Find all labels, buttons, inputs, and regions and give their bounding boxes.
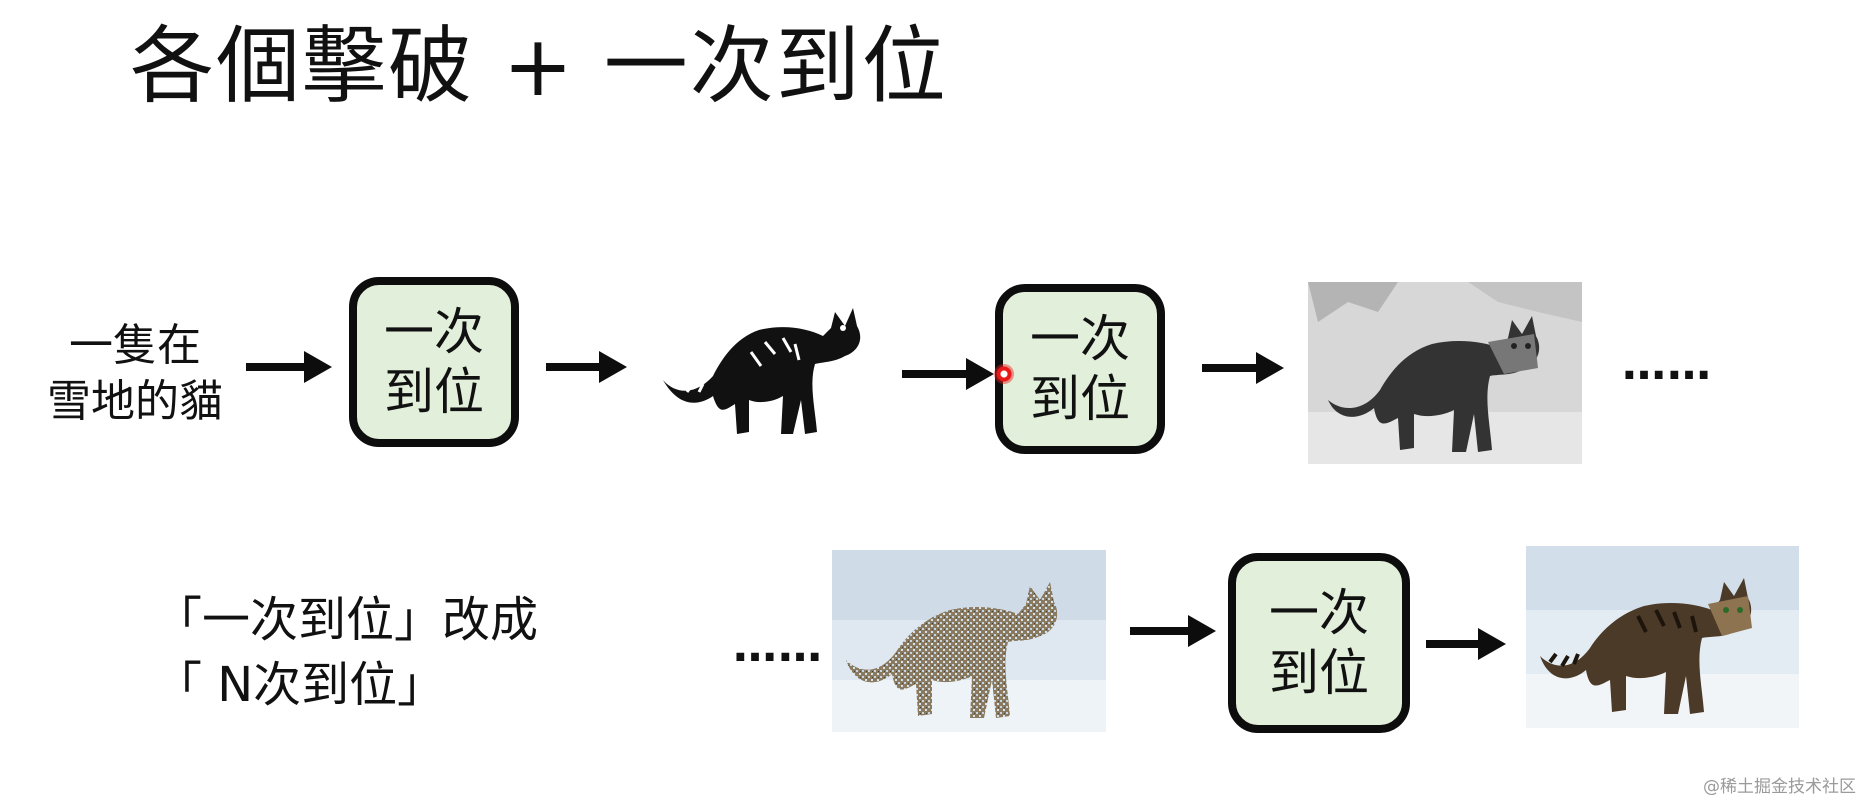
slide-title: 各個擊破 + 一次到位 (130, 17, 948, 115)
box1-line2: 到位 (384, 363, 484, 421)
arrow-right-icon (902, 358, 994, 390)
cat-sketch-image (663, 308, 861, 434)
box3-line1: 一次 (1269, 584, 1369, 642)
arrow-right-icon (1202, 352, 1284, 384)
box3-line2: 到位 (1269, 644, 1369, 702)
box2-line2: 到位 (1030, 370, 1130, 428)
arrow-right-icon (246, 351, 332, 383)
cat-noisy-image (832, 550, 1106, 732)
box2-line1: 一次 (1030, 310, 1130, 368)
watermark: @稀土掘金技术社区 (1703, 777, 1856, 797)
arrow-right-icon (546, 351, 627, 383)
cat-posterized-image (1308, 282, 1582, 464)
box1-line1: 一次 (384, 303, 484, 361)
arrow-right-icon (1426, 628, 1506, 660)
one-shot-box-3: 一次 到位 (1228, 553, 1410, 733)
arrow-right-icon (1130, 615, 1216, 647)
input-prompt-line1: 一隻在 (69, 320, 201, 371)
one-shot-box-1: 一次 到位 (349, 277, 519, 447)
n-step-label-line2: 「 N次到位」 (154, 657, 446, 713)
input-prompt-label: 一隻在 雪地的貓 (30, 318, 240, 430)
cat-clean-image (1526, 546, 1799, 728)
n-step-label-line1: 「一次到位」改成 (154, 592, 539, 648)
input-prompt-line2: 雪地的貓 (47, 376, 223, 427)
one-shot-box-2: 一次 到位 (995, 284, 1165, 454)
row1-ellipsis: …… (1622, 339, 1712, 390)
laser-pointer-icon (994, 364, 1014, 384)
row2-ellipsis: …… (733, 621, 823, 672)
